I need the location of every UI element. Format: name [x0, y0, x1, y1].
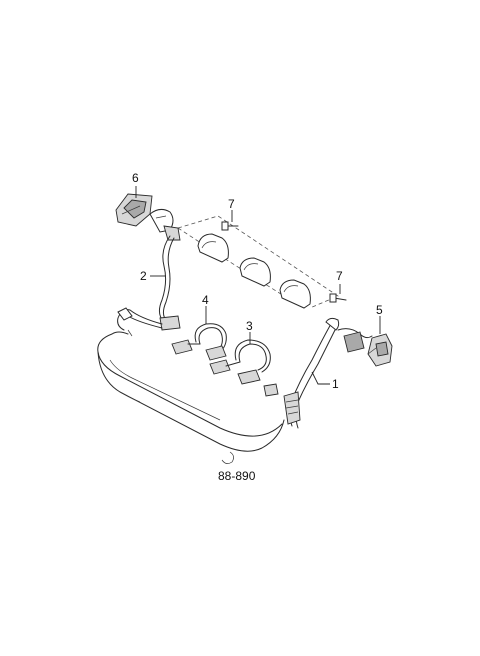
seat-cushion [97, 331, 285, 464]
leader-lines [135, 186, 381, 385]
callout-7-upper: 7 [228, 197, 235, 211]
reference-code: 88-890 [218, 469, 256, 483]
seat-back-outline [177, 215, 339, 309]
retractor-assembly-5 [337, 328, 393, 367]
callout-2: 2 [140, 269, 147, 283]
callout-7-lower: 7 [336, 269, 343, 283]
bolt-7-lower [329, 293, 347, 303]
callout-3: 3 [246, 319, 253, 333]
callout-4: 4 [202, 293, 209, 307]
callout-6: 6 [132, 171, 139, 185]
bolt-7-upper [221, 221, 239, 231]
buckle-assembly-6 [115, 193, 181, 241]
wire-harness-2 [117, 235, 181, 337]
belt-loop-3 [209, 339, 271, 385]
headrest-left [197, 233, 229, 263]
headrest-center [239, 257, 271, 287]
headrest-right [279, 279, 311, 309]
seat-belt-1 [263, 317, 340, 429]
callout-1: 1 [332, 377, 339, 391]
callout-5: 5 [376, 303, 383, 317]
belt-loop-4 [171, 323, 227, 361]
